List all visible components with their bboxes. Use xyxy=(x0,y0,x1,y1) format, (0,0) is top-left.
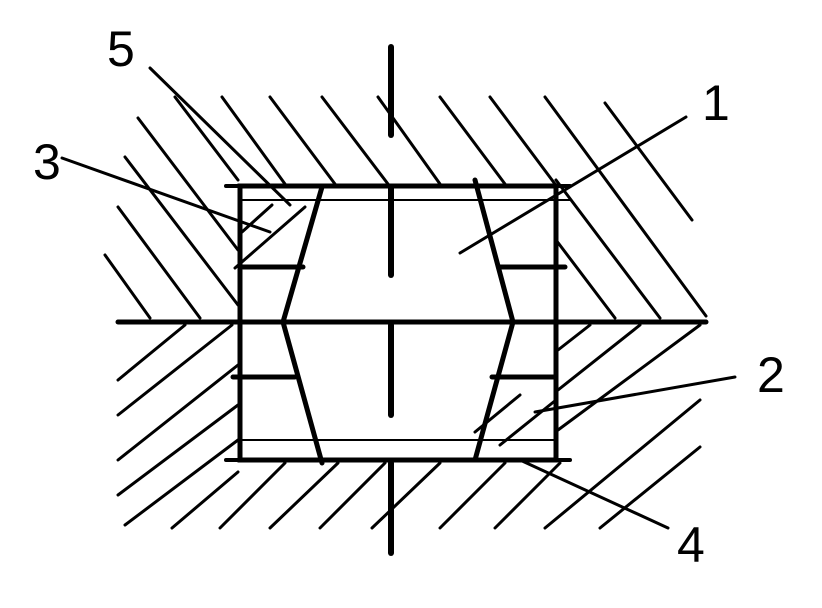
hatch-line xyxy=(170,470,240,530)
hatch-line xyxy=(554,178,662,320)
hatch-line xyxy=(116,205,202,320)
left-seal-profile xyxy=(280,184,325,466)
hatch-line xyxy=(123,155,240,307)
leader-lines xyxy=(60,66,737,530)
hatch-line xyxy=(136,116,240,252)
leader-line-3 xyxy=(60,156,272,234)
hatch-line xyxy=(376,95,442,186)
hatch-line xyxy=(556,323,592,352)
hatch-line xyxy=(220,95,287,186)
seal-body xyxy=(115,177,709,466)
groove-outline xyxy=(237,183,559,463)
hatch-line xyxy=(603,101,694,222)
label-5: 5 xyxy=(107,21,135,77)
label-2: 2 xyxy=(757,347,785,403)
hatch-line xyxy=(218,461,287,530)
label-1: 1 xyxy=(702,75,730,131)
leader-line-2 xyxy=(533,375,737,414)
hatch-line xyxy=(116,323,234,417)
leader-line-1 xyxy=(458,115,688,255)
hatch-line xyxy=(116,323,187,382)
leader-line-5 xyxy=(148,66,292,207)
hatch-line xyxy=(598,445,702,530)
hatch-line xyxy=(268,461,340,530)
hatch-line xyxy=(240,203,274,234)
hatch-line xyxy=(498,398,558,447)
hatch-line xyxy=(318,461,387,530)
hatch-line xyxy=(233,205,307,270)
hatch-line xyxy=(116,403,240,497)
hatch-line xyxy=(103,253,152,320)
hatch-line xyxy=(556,323,702,432)
hatch-line xyxy=(320,95,390,186)
hatch-line xyxy=(268,95,337,186)
label-4: 4 xyxy=(677,517,705,573)
hatch-line xyxy=(173,95,240,182)
hatch-line xyxy=(116,363,240,462)
hatch-line xyxy=(556,323,642,392)
hatch-line xyxy=(123,438,240,527)
hatch-line xyxy=(554,238,617,320)
hatch-line xyxy=(438,95,507,186)
hatch-line xyxy=(488,95,557,186)
right-seal-profile xyxy=(472,177,516,463)
hatch-line xyxy=(543,398,702,530)
upper-hatching xyxy=(103,95,708,320)
hatch-line xyxy=(438,461,507,530)
label-3: 3 xyxy=(33,134,61,190)
hatch-line xyxy=(543,95,708,318)
leader-line-4 xyxy=(518,458,670,530)
hatch-line xyxy=(370,461,442,530)
